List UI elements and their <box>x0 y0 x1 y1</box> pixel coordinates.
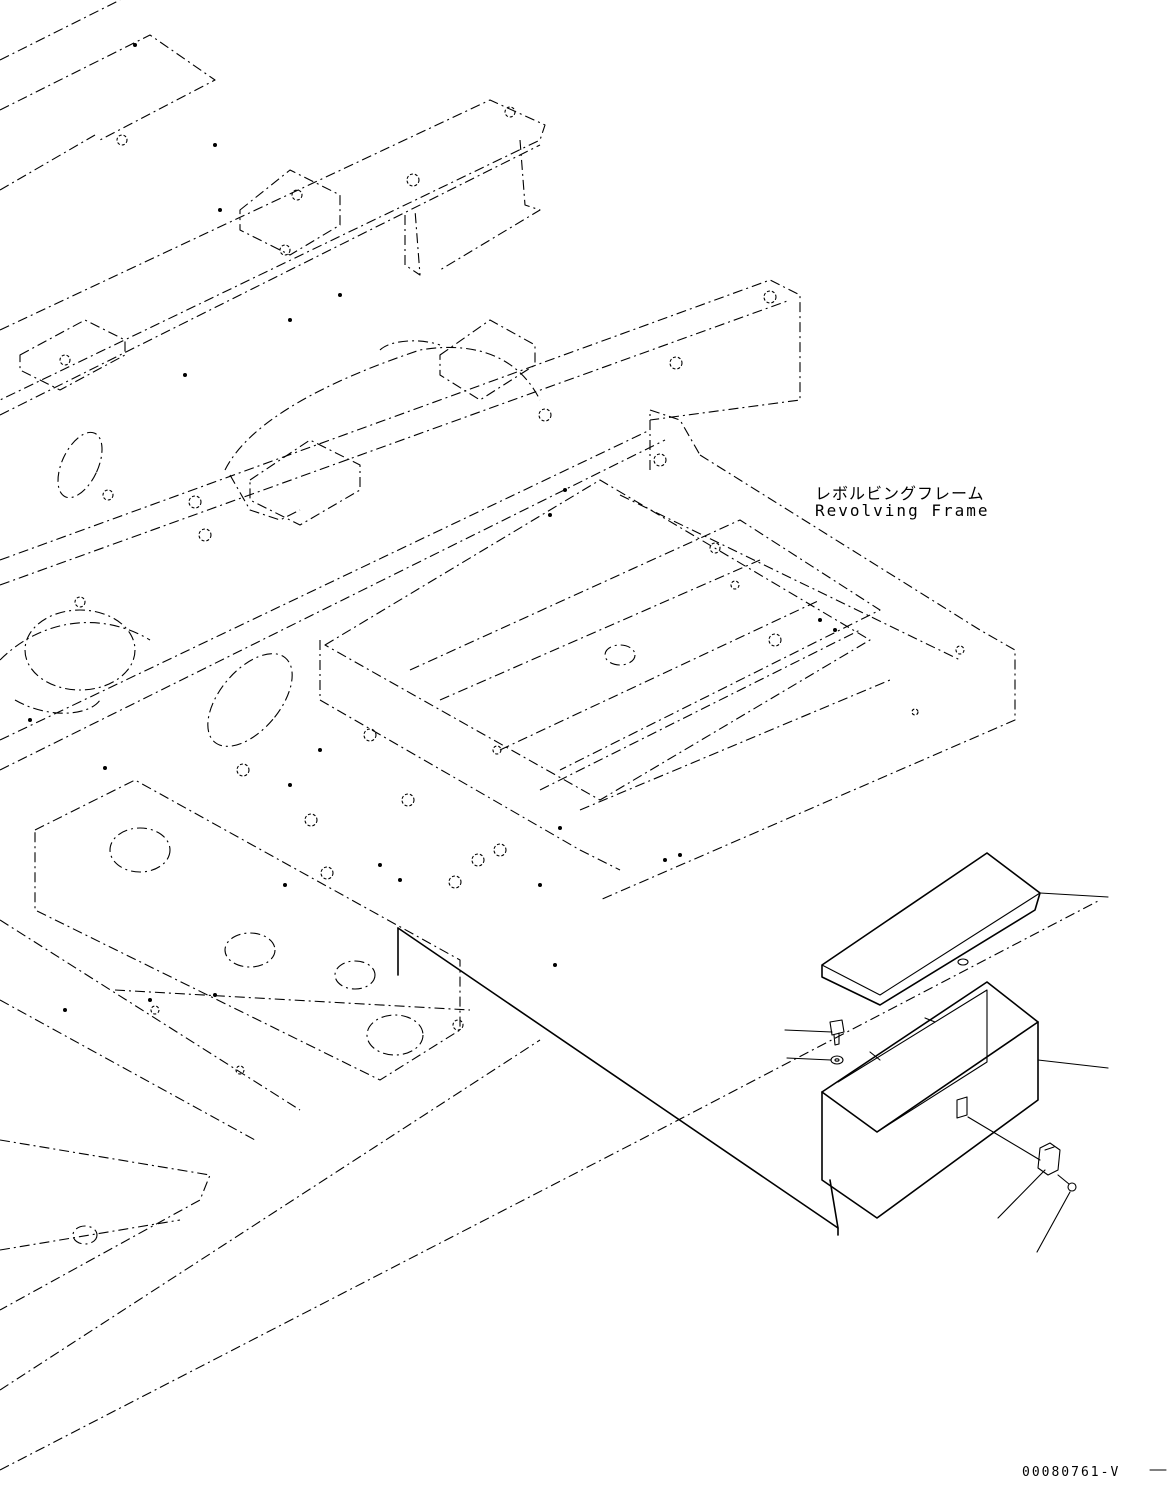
latch-screw <box>1057 1174 1077 1192</box>
toolbox-body <box>821 981 1039 1219</box>
part-label-japanese: レボルビングフレーム <box>815 484 985 503</box>
part-label-english: Revolving Frame <box>815 501 990 520</box>
toolbox-lid <box>821 852 1041 1006</box>
leader-lines <box>784 892 1109 1253</box>
revolving-frame <box>0 0 1101 1471</box>
mounting-guide-line <box>397 927 839 1236</box>
bolt <box>829 1019 845 1046</box>
pin-dots <box>28 43 837 1012</box>
drawing-number: 00080761-V <box>1022 1465 1121 1480</box>
washer <box>830 1055 844 1065</box>
latch <box>967 1116 1061 1176</box>
